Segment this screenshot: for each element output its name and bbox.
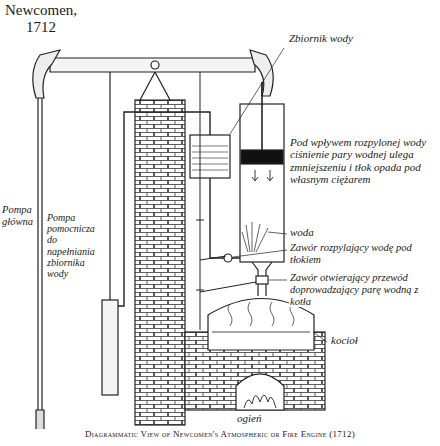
fire-label: ogień (236, 412, 286, 424)
main-pump-barrel (36, 410, 44, 430)
steam-pipe (252, 262, 272, 296)
piston-arrows (252, 170, 273, 181)
boiler-water-line (212, 332, 310, 333)
pump-label: Pompa główna (1, 204, 37, 228)
injection-valve (224, 254, 232, 262)
drawing (33, 48, 327, 430)
water-spray (242, 222, 268, 252)
left-arch-head (33, 50, 60, 98)
beam-support (140, 72, 170, 100)
valve-label: Zawór otwierający przewód doprowadzający… (289, 272, 437, 307)
leader-line (230, 48, 284, 134)
right-arch-head (250, 50, 273, 96)
leader-line (268, 232, 287, 234)
aux-pump-rod (109, 72, 110, 302)
leader-line (233, 250, 287, 257)
water-tank (190, 135, 230, 178)
aux-pump-barrel (102, 300, 118, 395)
steam-valve-lever (200, 282, 256, 292)
tappets (196, 220, 204, 290)
leader-line (313, 332, 327, 342)
tank-water (192, 146, 228, 170)
tank-label: Zbiornik wody (288, 32, 388, 44)
plug-rod (200, 72, 201, 330)
piston (241, 150, 283, 164)
walking-beam (50, 58, 255, 72)
flames (244, 395, 276, 408)
valve-label: Zawór rozpylający wodę pod tłokiem (289, 242, 437, 266)
title: Newcomen, 1712 (4, 2, 78, 37)
note-text: Pod wpływem rozpylonej wody ciśnienie pa… (289, 136, 437, 185)
fire-arch (236, 374, 284, 410)
main-pump-rod (38, 98, 42, 430)
valve-lever (200, 256, 226, 260)
leader-line (269, 280, 287, 281)
steam (228, 302, 294, 326)
pump-label: Pompa pomocnicza do napełniania zbiornik… (46, 212, 102, 279)
part-label: woda (289, 226, 349, 238)
piston-rod (261, 82, 263, 150)
boiler-label: kocioł (330, 334, 390, 346)
caption: Diagrammatic View of Newcomen's Atmosphe… (4, 429, 436, 439)
brick-pillar (135, 100, 185, 425)
steam-valve (256, 276, 268, 284)
beam-pivot (151, 61, 159, 69)
